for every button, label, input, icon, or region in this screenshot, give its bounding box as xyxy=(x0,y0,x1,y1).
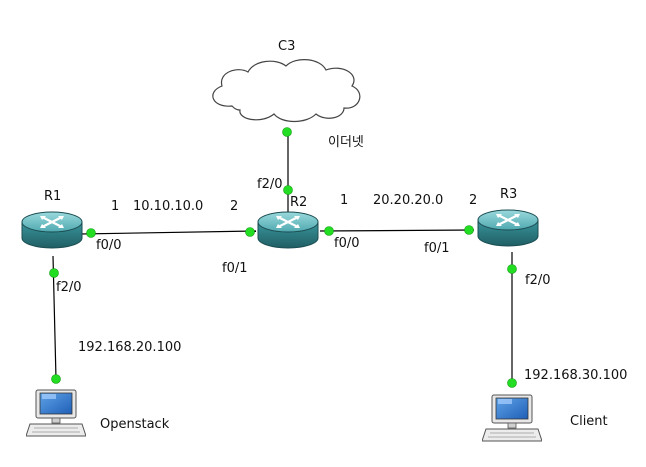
r2-port-left-label: f0/1 xyxy=(222,261,248,276)
router-r1-name: R1 xyxy=(44,189,61,204)
router-r2-name: R2 xyxy=(290,195,307,210)
host-openstack-name: Openstack xyxy=(100,417,170,432)
router-icon xyxy=(20,210,84,250)
port-dot[interactable] xyxy=(282,127,292,137)
port-dot[interactable] xyxy=(507,378,517,388)
link-r1-r2-network: 10.10.10.0 xyxy=(133,199,203,214)
port-dot[interactable] xyxy=(283,185,293,195)
router-icon xyxy=(476,208,540,248)
openstack-ip: 192.168.20.100 xyxy=(78,340,181,355)
r3-port-down-label: f2/0 xyxy=(525,273,551,288)
link-r2-r3-right-host: 2 xyxy=(469,193,477,208)
cloud-medium-label: 이더넷 xyxy=(328,135,364,150)
cloud-icon xyxy=(212,59,361,123)
router-r2[interactable]: R2 xyxy=(256,195,320,250)
port-dot[interactable] xyxy=(324,226,334,236)
r1-port-right-label: f0/0 xyxy=(96,238,122,253)
port-dot[interactable] xyxy=(49,268,59,278)
router-r3-name: R3 xyxy=(500,187,517,202)
port-dots xyxy=(49,127,517,388)
r2-port-right-label: f0/0 xyxy=(334,236,360,251)
link-r1-r2-left-host: 1 xyxy=(111,199,119,214)
host-openstack[interactable]: Openstack xyxy=(26,389,170,437)
port-dot[interactable] xyxy=(464,225,474,235)
r3-port-left-label: f0/1 xyxy=(424,241,450,256)
port-dot[interactable] xyxy=(51,374,61,384)
host-client-name: Client xyxy=(570,414,608,429)
cloud-name: C3 xyxy=(278,39,295,54)
router-r1[interactable]: R1 xyxy=(20,189,84,250)
port-dot[interactable] xyxy=(507,264,517,274)
r1-port-down-label: f2/0 xyxy=(56,280,82,295)
router-icon xyxy=(256,210,320,250)
router-r3[interactable]: R3 xyxy=(476,187,540,248)
r2-port-up-label: f2/0 xyxy=(257,177,283,192)
link-r1-r2[interactable] xyxy=(79,230,257,235)
link-r2-r3-network: 20.20.20.0 xyxy=(373,193,443,208)
pc-icon xyxy=(26,389,86,437)
cloud-c3[interactable]: C3 xyxy=(212,39,361,123)
link-r1-r2-right-host: 2 xyxy=(230,199,238,214)
port-dot[interactable] xyxy=(245,227,255,237)
link-r2-r3[interactable] xyxy=(319,229,475,232)
host-client[interactable]: Client xyxy=(482,394,608,442)
port-dot[interactable] xyxy=(86,228,96,238)
client-ip: 192.168.30.100 xyxy=(524,368,627,383)
link-r2-r3-left-host: 1 xyxy=(340,193,348,208)
pc-icon xyxy=(482,394,542,442)
